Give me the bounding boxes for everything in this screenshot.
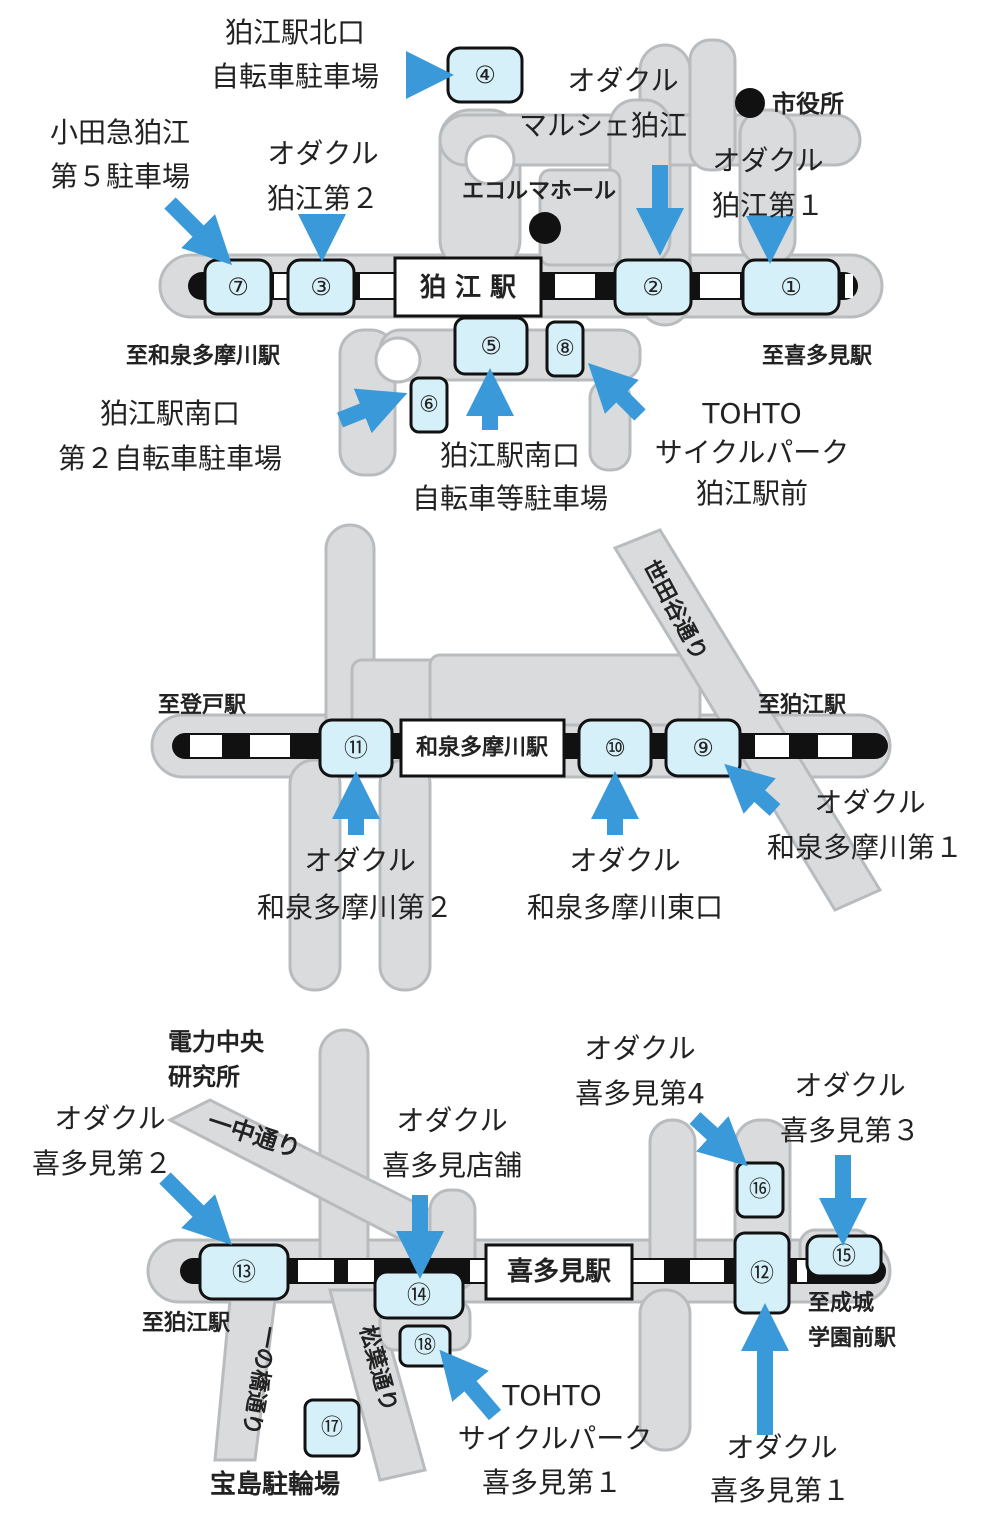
p12-label-1: オダクル: [726, 1431, 837, 1464]
ecole-hall-label: エコルマホール: [462, 179, 616, 204]
svg-text:⑫: ⑫: [750, 1259, 774, 1287]
p5-label-2: 自転車等駐車場: [412, 482, 608, 515]
p4-label-2: 自転車駐車場: [211, 60, 379, 93]
city-hall-icon: [735, 88, 765, 118]
p11-label-1: オダクル: [304, 844, 415, 877]
kitami-station: 喜多見駅: [484, 1243, 634, 1301]
izumi-direction-left: 至登戸駅: [158, 693, 246, 718]
svg-text:⑬: ⑬: [232, 1258, 256, 1286]
p7-label-1: 小田急狛江: [50, 116, 190, 149]
svg-text:④: ④: [474, 61, 496, 89]
parking-6[interactable]: ⑥: [409, 376, 449, 434]
parking-10[interactable]: ⑩: [577, 718, 653, 778]
p9-label-1: オダクル: [814, 786, 925, 819]
p3-label-1: オダクル: [267, 137, 378, 170]
parking-16[interactable]: ⑯: [735, 1161, 785, 1219]
p10-label-2: 和泉多摩川東口: [527, 891, 723, 924]
p12-label-2: 喜多見第１: [710, 1474, 850, 1507]
p8-label-1: TOHTO: [701, 397, 801, 430]
p8-label-3: 狛江駅前: [696, 477, 808, 510]
kitami-arrows: [159, 1112, 867, 1435]
p11-label-2: 和泉多摩川第２: [257, 891, 453, 924]
svg-text:⑩: ⑩: [604, 734, 626, 762]
p13-label-2: 喜多見第２: [32, 1147, 172, 1180]
svg-text:⑥: ⑥: [419, 393, 439, 418]
p15-label-2: 喜多見第３: [780, 1114, 920, 1147]
p6-label-2: 第２自転車駐車場: [58, 442, 282, 475]
p10-label-1: オダクル: [569, 844, 680, 877]
parking-2[interactable]: ②: [613, 258, 693, 316]
svg-text:⑮: ⑮: [832, 1242, 856, 1270]
svg-text:⑰: ⑰: [321, 1416, 343, 1441]
parking-3[interactable]: ③: [286, 258, 356, 316]
p15-label-1: オダクル: [794, 1069, 905, 1102]
denryoku-label-2: 研究所: [168, 1063, 240, 1091]
p18-label-1: TOHTO: [501, 1379, 601, 1412]
ecole-hall-icon: [529, 212, 561, 244]
city-hall-label: 市役所: [772, 90, 844, 118]
parking-12[interactable]: ⑫: [733, 1231, 791, 1315]
parking-1[interactable]: ①: [741, 258, 841, 316]
p8-label-2: サイクルパーク: [655, 436, 850, 469]
denryoku-label-1: 電力中央: [168, 1028, 265, 1056]
p13-label-1: オダクル: [54, 1102, 165, 1135]
p16-label-2: 喜多見第4: [575, 1077, 705, 1110]
izumi-direction-right: 至狛江駅: [758, 692, 846, 718]
svg-text:⑤: ⑤: [480, 332, 502, 360]
kitami-roads: [146, 1028, 892, 1482]
izumi-station: 和泉多摩川駅: [399, 718, 566, 778]
parking-17[interactable]: ⑰: [303, 1398, 361, 1458]
oshiroe-station-name: 狛 江 駅: [419, 273, 516, 303]
p18-label-3: 喜多見第１: [482, 1466, 622, 1499]
p17-label: 宝島駐輪場: [210, 1469, 340, 1500]
kitami-direction-right-1: 至成城: [808, 1290, 874, 1316]
parking-9[interactable]: ⑨: [664, 718, 742, 778]
p2-label-1: オダクル: [567, 64, 678, 97]
kitami-direction-right-2: 学園前駅: [808, 1325, 896, 1351]
svg-text:⑧: ⑧: [555, 337, 575, 362]
svg-text:③: ③: [310, 273, 332, 301]
p16-label-1: オダクル: [584, 1032, 695, 1065]
svg-text:②: ②: [642, 273, 664, 301]
parking-13[interactable]: ⑬: [198, 1243, 290, 1301]
p7-label-2: 第５駐車場: [50, 160, 190, 193]
p5-label-1: 狛江駅南口: [440, 439, 580, 472]
svg-text:⑱: ⑱: [414, 1334, 436, 1359]
p3-label-2: 狛江第２: [267, 182, 379, 215]
p18-label-2: サイクルパーク: [458, 1422, 653, 1455]
parking-8[interactable]: ⑧: [545, 320, 585, 378]
parking-11[interactable]: ⑪: [318, 718, 394, 778]
parking-5[interactable]: ⑤: [453, 316, 529, 376]
izumi-station-name: 和泉多摩川駅: [416, 735, 548, 761]
p14-label-2: 喜多見店舗: [382, 1149, 522, 1182]
p4-label-1: 狛江駅北口: [225, 16, 365, 49]
parking-18[interactable]: ⑱: [398, 1324, 452, 1368]
parking-14[interactable]: ⑭: [373, 1270, 465, 1320]
svg-text:⑦: ⑦: [227, 273, 249, 301]
kitami-direction-left: 至狛江駅: [142, 1310, 230, 1336]
parking-7[interactable]: ⑦: [203, 258, 273, 316]
p9-label-2: 和泉多摩川第１: [767, 831, 963, 864]
svg-text:①: ①: [780, 273, 802, 301]
oshiroe-direction-left: 至和泉多摩川駅: [126, 343, 280, 369]
izumi-arrows: [332, 763, 781, 835]
svg-text:⑪: ⑪: [344, 734, 368, 762]
svg-text:⑯: ⑯: [749, 1178, 771, 1203]
parking-15[interactable]: ⑮: [805, 1234, 883, 1278]
oshiroe-arrows: [164, 51, 794, 434]
p6-label-1: 狛江駅南口: [100, 397, 240, 430]
oshiroe-direction-right: 至喜多見駅: [762, 343, 872, 369]
svg-text:⑭: ⑭: [407, 1281, 431, 1309]
p2-label-2: マルシェ狛江: [519, 109, 687, 142]
oshiroe-station: 狛 江 駅: [393, 256, 543, 318]
p1-label-1: オダクル: [712, 144, 823, 177]
parking-4[interactable]: ④: [446, 46, 524, 104]
svg-text:⑨: ⑨: [692, 734, 714, 762]
p14-label-1: オダクル: [396, 1104, 507, 1137]
kitami-station-name: 喜多見駅: [507, 1257, 611, 1287]
p1-label-2: 狛江第１: [712, 189, 824, 222]
